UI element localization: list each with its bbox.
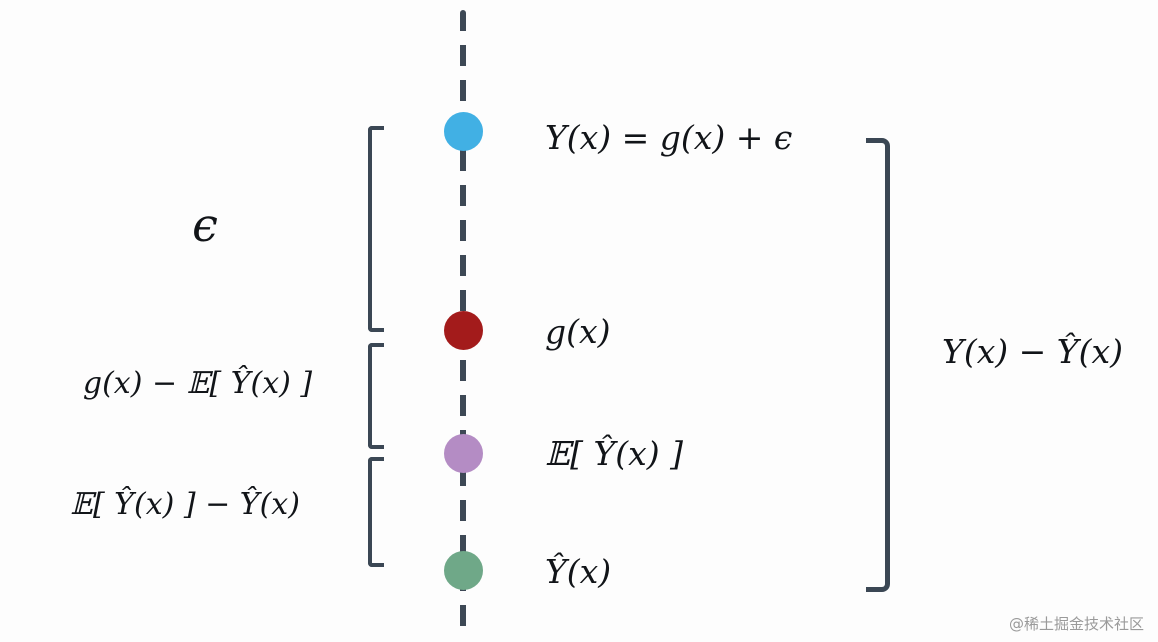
label-observed-value: Y(x) = g(x) + ϵ <box>545 118 793 157</box>
bracket-epsilon <box>368 126 384 332</box>
dot-estimate <box>444 551 483 590</box>
label-expected-estimate: 𝔼[ Ŷ(x) ] <box>545 434 684 473</box>
dot-observed-value <box>444 112 483 151</box>
label-true-function: g(x) <box>545 312 611 351</box>
label-bias-term: g(x) − 𝔼[ Ŷ(x) ] <box>82 366 313 401</box>
label-epsilon: ϵ <box>192 198 218 252</box>
watermark-text: @稀土掘金技术社区 <box>1008 615 1144 633</box>
bracket-total-error <box>866 138 890 592</box>
label-estimate: Ŷ(x) <box>545 552 612 591</box>
label-total-error: Y(x) − Ŷ(x) <box>942 332 1123 371</box>
dot-expected-estimate <box>444 434 483 473</box>
dot-true-function <box>444 311 483 350</box>
bracket-variance <box>368 457 384 567</box>
label-variance-term: 𝔼[ Ŷ(x) ] − Ŷ(x) <box>70 487 300 522</box>
bracket-bias <box>368 343 384 449</box>
